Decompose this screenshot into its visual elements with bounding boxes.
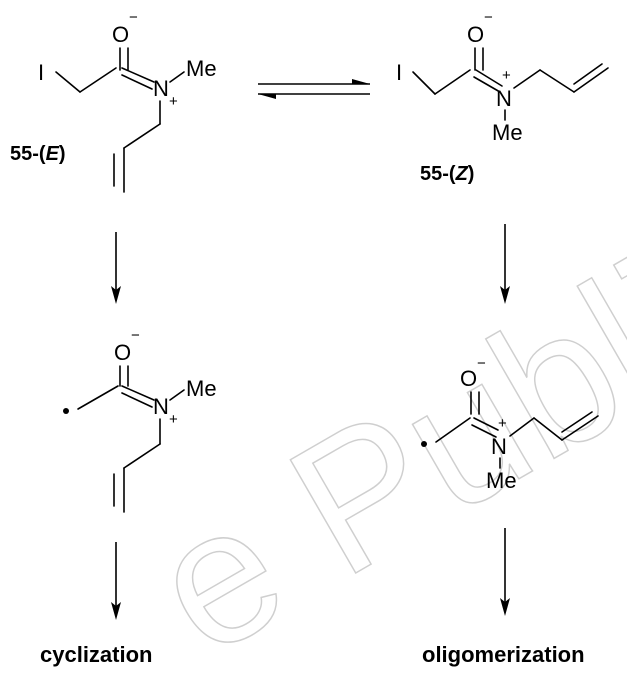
radical-z: O − N + Me [421,355,599,493]
positive-charge: + [169,411,178,428]
methyl-label: Me [492,120,523,145]
nitrogen-label: N [491,434,507,459]
methyl-label: Me [186,56,217,81]
equilibrium-arrow [258,79,370,99]
nitrogen-label: N [153,76,169,101]
compound-label-55-z: 55-(Z) [420,163,474,185]
positive-charge: + [498,415,507,432]
oxygen-label: O [114,340,131,365]
radical-dot [421,441,427,447]
negative-charge: − [129,9,138,26]
methyl-label: Me [186,376,217,401]
reaction-arrow-right-upper [500,224,510,304]
compound-label-55-e: 55-(E) [10,143,66,165]
reaction-arrow-left-lower [111,542,121,620]
reaction-arrow-left-upper [111,232,121,304]
oxygen-label: O [112,22,129,47]
structure-55-e: I O − N + Me [38,9,217,193]
oxygen-label: O [467,22,484,47]
structure-55-z: I O − N + Me [396,9,609,145]
reaction-arrow-right-lower [500,528,510,616]
methyl-label: Me [486,468,517,493]
negative-charge: − [477,355,486,372]
oxygen-label: O [460,366,477,391]
nitrogen-label: N [153,394,169,419]
radical-e: O − N + Me [63,327,217,513]
negative-charge: − [131,327,140,344]
radical-dot [63,408,69,414]
iodine-label: I [396,60,402,85]
nitrogen-label: N [496,86,512,111]
negative-charge: − [484,9,493,26]
outcome-oligomerization: oligomerization [422,642,585,667]
positive-charge: + [502,67,511,84]
outcome-cyclization: cyclization [40,642,152,667]
positive-charge: + [169,93,178,110]
iodine-label: I [38,60,44,85]
